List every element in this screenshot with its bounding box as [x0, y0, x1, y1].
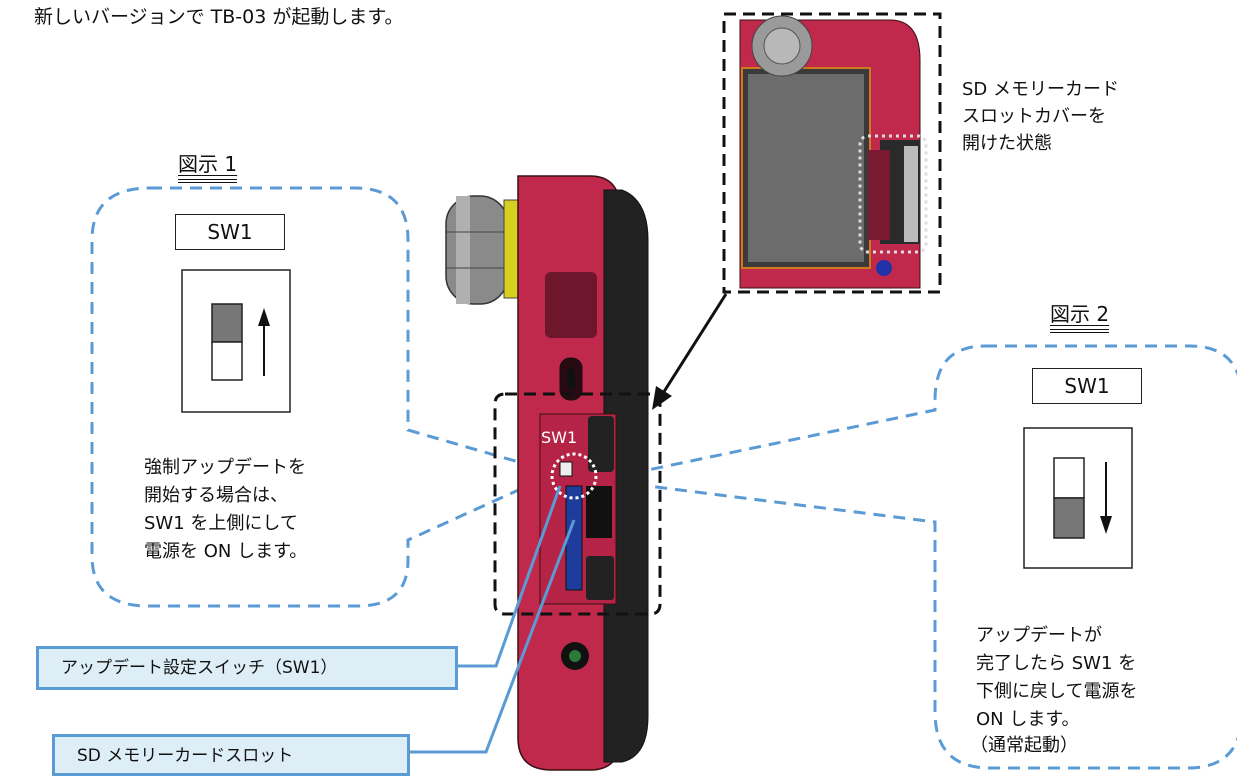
figure2-description-line-2: 完了したら SW1 を [976, 653, 1137, 674]
inset-arrow-line [658, 293, 728, 399]
figure2-switch-label: SW1 [1032, 368, 1142, 404]
figure2-description-line-3: 下側に戻して電源を [976, 681, 1138, 702]
figure2-description-line-5: （通常起動） [970, 735, 1078, 756]
figure1-description-line-2: 開始する場合は、 [144, 485, 288, 506]
figure2-description-line-4: ON します。 [976, 709, 1080, 730]
switch-callout-leader [458, 485, 562, 668]
figure2-bubble [599, 344, 1237, 770]
inset-caption-line-1: SD メモリーカード [962, 79, 1120, 100]
inset-photo [728, 15, 936, 289]
figure1-switch-lever [211, 303, 243, 343]
figure2-title: 図示 2 [1050, 298, 1109, 333]
switch-callout: アップデート設定スイッチ（SW1） [36, 646, 458, 690]
figure1-description-line-1: 強制アップデートを [144, 457, 306, 478]
figure2-down-arrow [1100, 516, 1112, 534]
device-body [517, 175, 649, 771]
figure1-description-line-4: 電源を ON します。 [144, 541, 308, 562]
figure2-switch-lever [1053, 497, 1085, 539]
inset-caption-line-3: 開けた状態 [962, 133, 1052, 154]
figure1-bubble [90, 186, 566, 608]
figure2-description-line-1: アップデートが [976, 625, 1102, 646]
figure1-switch-label: SW1 [175, 214, 285, 250]
inset-caption-line-2: スロットカバーを [962, 106, 1106, 127]
inset-arrow-head [652, 386, 672, 410]
figure1-description-line-3: SW1 を上側にして [144, 513, 298, 534]
device-knob [445, 195, 521, 305]
page-heading: 新しいバージョンで TB-03 が起動します。 [34, 6, 404, 28]
sd-slot-callout: SD メモリーカードスロット [52, 734, 410, 776]
figure1-up-arrow [258, 308, 270, 326]
sw1-highlight-circle [550, 452, 598, 500]
device-sw1-label: SW1 [541, 428, 578, 447]
figure1-title: 図示 1 [178, 148, 237, 183]
sd-slot-callout-leader [410, 519, 576, 754]
